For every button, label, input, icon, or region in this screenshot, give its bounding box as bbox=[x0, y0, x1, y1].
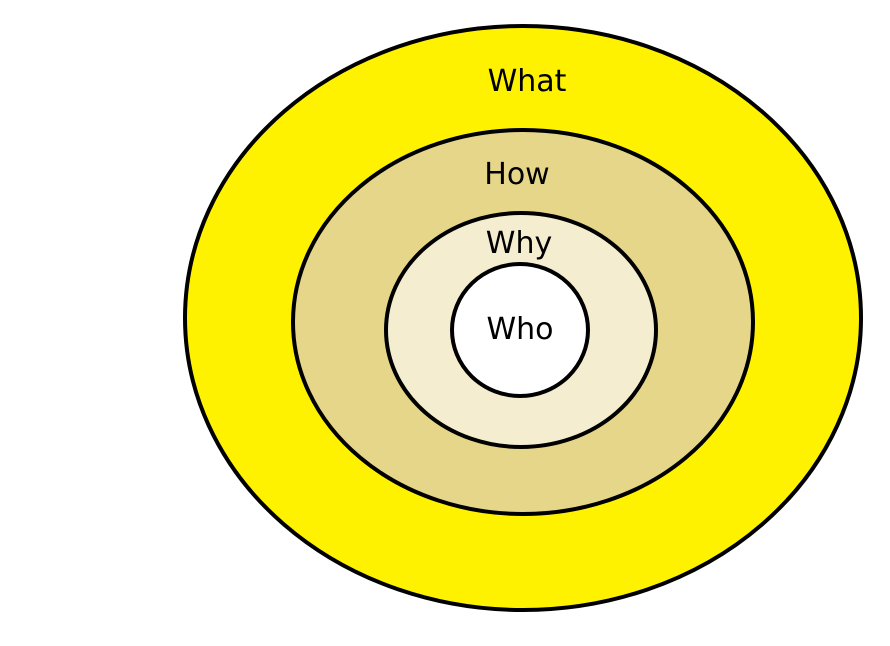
ring-who bbox=[450, 262, 590, 398]
ring-why-label: Why bbox=[486, 226, 552, 261]
ring-how-label: How bbox=[484, 157, 549, 192]
ring-who-label: Who bbox=[486, 312, 553, 347]
ring-what-label: What bbox=[488, 64, 567, 99]
